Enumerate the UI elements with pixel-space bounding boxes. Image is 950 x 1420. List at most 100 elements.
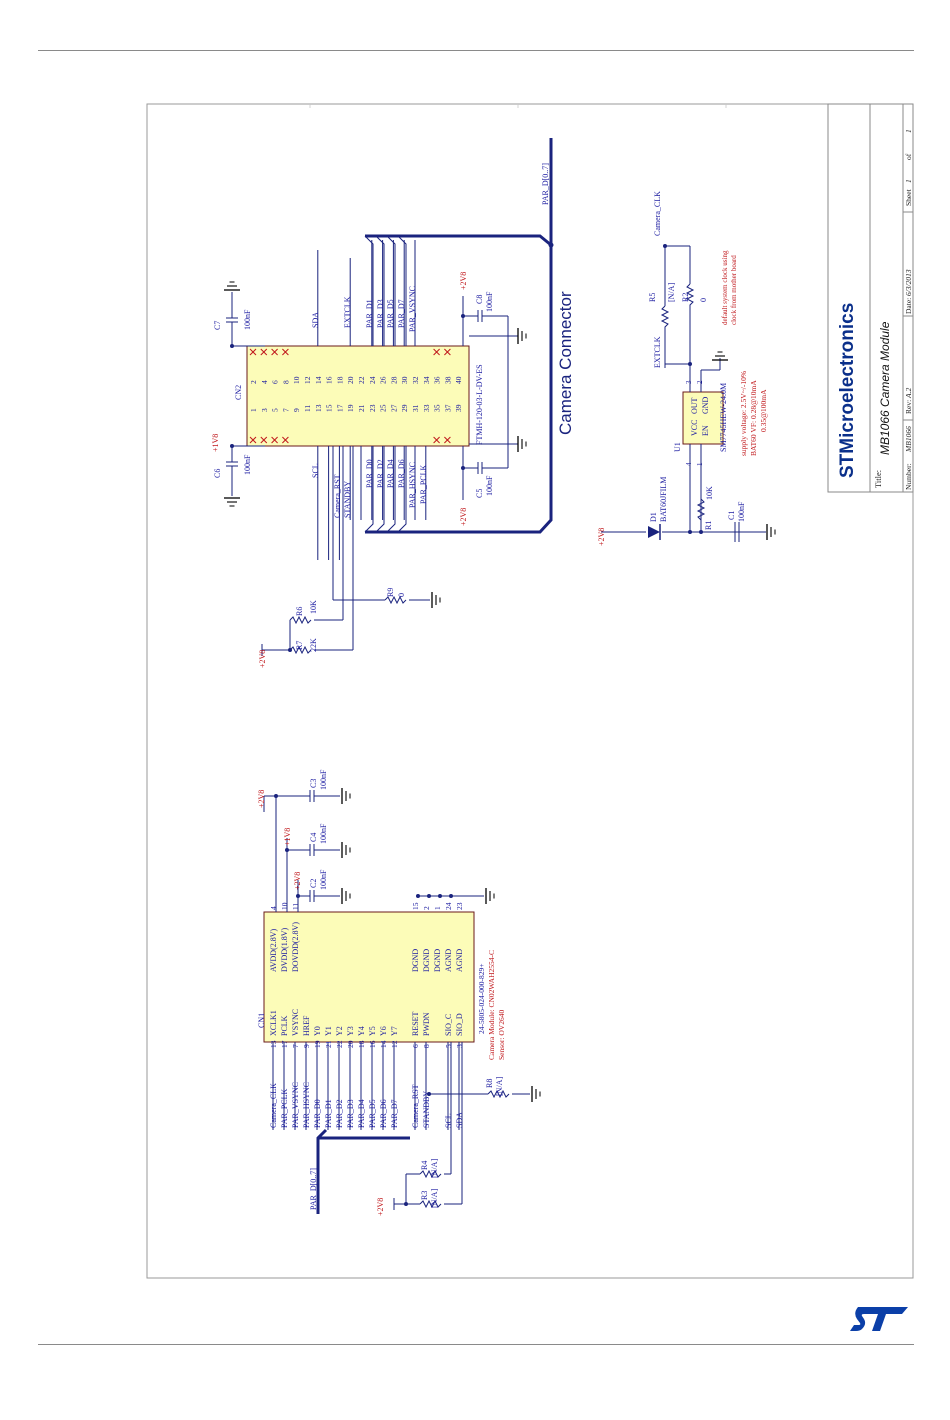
cn1-pin-number: 10 [280, 902, 289, 910]
cn1-net-label: PAR_D0 [313, 1099, 322, 1128]
cn1-net-label: PAR_D4 [357, 1099, 366, 1128]
company-name: STMicroelectronics [837, 303, 858, 478]
cn2-pin-number: 27 [389, 404, 398, 412]
diode-symbol [648, 526, 660, 538]
rail-2v8: +2V8 [459, 508, 468, 526]
cn2-pin-number: 6 [271, 380, 280, 384]
r6-value: 10K [309, 600, 318, 614]
frame-grid-ticks [309, 104, 727, 108]
cn1-ref: CN1 [257, 1013, 266, 1028]
u1-pin-out: OUT [690, 397, 699, 414]
cn2-pin-number: 23 [368, 404, 377, 412]
sheet-frame [146, 103, 914, 1279]
cn2-pin-number: 20 [346, 376, 355, 384]
cn1-net-label: PAR_D2 [335, 1099, 344, 1128]
d1-ref: D1 [649, 512, 658, 522]
cn2-pin-number: 1 [249, 408, 258, 412]
cn1-pin-number: 14 [379, 1040, 388, 1048]
cn1-net-label: Camera_CLK [269, 1083, 278, 1128]
ground-symbol [223, 281, 241, 291]
title-label: Title: [873, 470, 883, 488]
st-logo-icon [850, 1307, 908, 1331]
camera-connector-label: Camera Connector [556, 291, 575, 435]
cn1-pin-name: XCLK1 [269, 1010, 278, 1036]
c1-value: 100nF [737, 501, 746, 522]
r1-ref: R1 [704, 521, 713, 530]
bus-entries [364, 235, 407, 533]
c6-ref: C6 [213, 469, 222, 478]
r3-ref: R3 [420, 1191, 429, 1200]
d1-part: BAT60JFILM [659, 477, 668, 522]
u1-pin-4-num: 4 [685, 462, 693, 466]
cn1-net-label: SCL [444, 1113, 453, 1128]
cn1-pin-name: DGND [433, 949, 442, 972]
cn1-pin-number: 6 [411, 1044, 420, 1048]
cn1-pin-name: DVDD(1.8V) [280, 927, 289, 972]
rail-1v8: +1V8 [283, 828, 292, 846]
cn1-pin-number: 18 [357, 1040, 366, 1048]
rail-2v8: +2V8 [293, 872, 302, 890]
cn1-camera-module: CN1 24-5805-024-000-829+ Camera Module: … [257, 769, 541, 1216]
cn1-net-label: STANDBY [422, 1091, 431, 1128]
r5-value: [N/A] [667, 283, 676, 302]
rail-2v8: +2V8 [459, 272, 468, 290]
c7-value: 100nF [243, 309, 252, 330]
cn2-no-connect-marks [249, 348, 451, 444]
cn2-net-standby: STANDBY [343, 481, 352, 518]
cn1-pin-number: 9 [302, 1044, 311, 1048]
cn2-net-par-d2: PAR_D2 [376, 459, 385, 488]
net-camera-clk: Camera_CLK [653, 191, 662, 236]
revision: A.2 [904, 388, 913, 399]
cn2-pin-number: 14 [314, 376, 323, 384]
cn2-pin-number: 35 [433, 404, 442, 412]
cn1-pin-number: 8 [422, 1044, 431, 1048]
cn1-pin-name: Y4 [357, 1026, 366, 1036]
cn1-pin-number: 1 [433, 906, 442, 910]
cn1-net-label: SDA [455, 1112, 464, 1128]
ground-symbol [223, 497, 241, 507]
cn2-pin-number: 5 [271, 408, 280, 412]
c4-ref: C4 [309, 833, 318, 842]
cn1-pin-name: PWDN [422, 1012, 431, 1036]
cn2-pin-number: 7 [281, 408, 290, 412]
cn2-part: FTMH-120-03-L-DV-ES [475, 364, 484, 445]
bus-label-bottom: PAR_D[0..7] [309, 1168, 318, 1210]
cn1-pin-name: Y3 [346, 1026, 355, 1036]
cn1-module-note: Camera Module: CN02WAH2554-C [487, 950, 496, 1060]
cn1-net-label: PAR_D6 [379, 1099, 388, 1128]
cn1-pin-number: 15 [411, 902, 420, 910]
r9-value: 0 [397, 593, 406, 597]
cn1-pin-name: Y0 [313, 1026, 322, 1036]
cn2-pin-number: 38 [443, 376, 452, 384]
cn2-pin-number: 37 [443, 404, 452, 412]
cn1-net-label: PAR_D7 [390, 1099, 399, 1128]
sheet-label: Sheet [904, 188, 913, 206]
bottom-rule [38, 1344, 914, 1345]
cn1-pin-number: 2 [422, 906, 431, 910]
u1-part: SM7745HEW-24.0M [719, 383, 728, 452]
cn2-net-camera-rst: Camera_RST [333, 474, 342, 518]
cn1-pin-name: Y6 [379, 1026, 388, 1036]
cn1-sensor-note: Sensor: OV2640 [497, 1010, 506, 1060]
cn1-pin-number: 21 [324, 1040, 333, 1048]
cn1-net-label: PAR_HSYNC [302, 1082, 311, 1128]
cn1-pin-name: DGND [411, 949, 420, 972]
cn1-pin-name: AGND [444, 949, 453, 972]
osc-note-vf2: 0.35@100mA [759, 389, 768, 432]
r9-ref: R9 [386, 588, 395, 597]
cn1-pin-number: 22 [335, 1040, 344, 1048]
cn2-pin-number: 16 [325, 376, 334, 384]
clock-note-line2: clock from mother board [730, 255, 738, 325]
ground-symbol [341, 787, 351, 805]
cn2-pin-number: 12 [303, 376, 312, 384]
cn2-pin-number: 32 [411, 376, 420, 384]
board-title: MB1066 Camera Module [878, 321, 892, 455]
cn2-pin-number: 30 [400, 376, 409, 384]
cn1-net-label: PAR_VSYNC [291, 1082, 300, 1128]
cn1-right-pins: 4AVDD(2.8V)10DVDD(1.8V)11DOVDD(2.8V)15DG… [269, 902, 464, 972]
cn2-net-par-d1: PAR_D1 [365, 299, 374, 328]
cn1-net-label: PAR_D5 [368, 1099, 377, 1128]
